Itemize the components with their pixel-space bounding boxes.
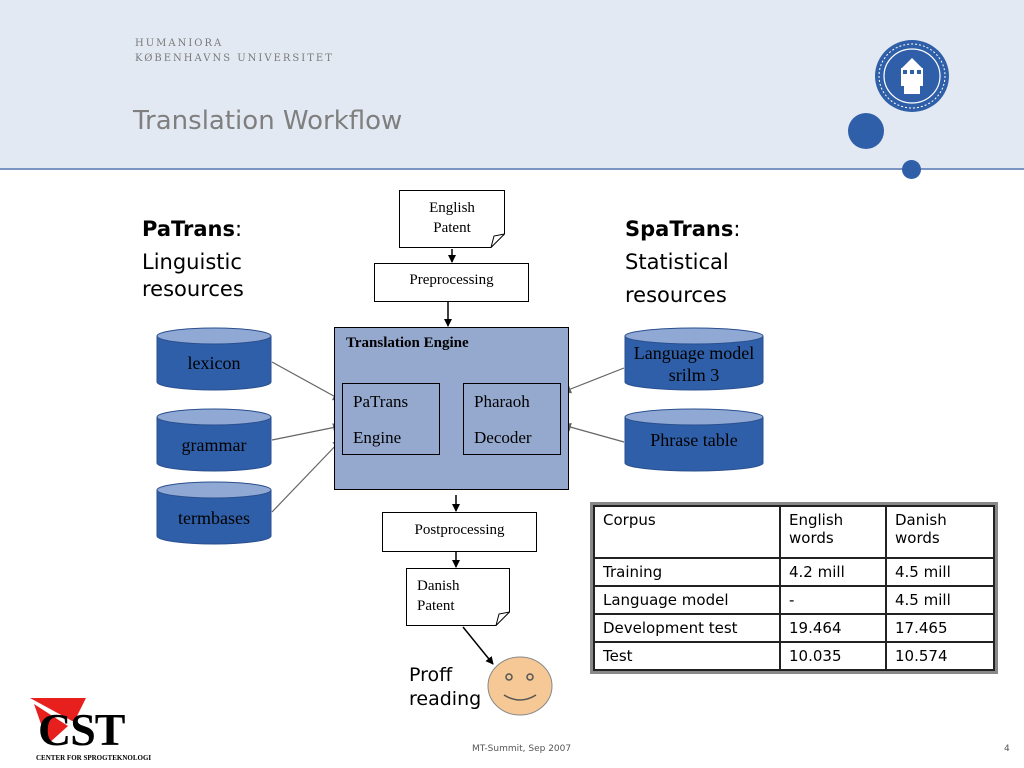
arrow-phrasetable-to-pharaoh [562,422,625,443]
decorative-large-dot [848,113,884,149]
phrase-table-cylinder: Phrase table [624,408,764,472]
patrans-engine-box: PaTrans Engine [342,383,440,455]
termbases-label: termbases [178,508,250,528]
table-cell: - [779,585,887,615]
pharaoh-decoder-line1: Pharaoh [474,392,530,411]
table-cell: 19.464 [779,613,887,643]
university-seal-icon [873,38,951,114]
smiley-face-icon [486,655,554,717]
table-cell: Development test [593,613,781,643]
danish-patent-line2: Patent [417,598,455,614]
preprocessing-box: Preprocessing [374,263,529,302]
danish-patent-document: Danish Patent [406,568,510,626]
table-cell: 4.2 mill [779,557,887,587]
postprocessing-box: Postprocessing [382,512,537,552]
table-header-cell: Danish words [885,505,995,559]
patrans-subtitle-line2: resources [142,277,244,301]
language-model-line2: srilm 3 [668,365,720,385]
patrans-heading: PaTrans: [142,214,242,245]
slide-title: Translation Workflow [133,106,403,136]
proofreading-line2: reading [409,688,482,710]
patrans-engine-line2: Engine [353,428,402,447]
table-cell: Test [593,641,781,671]
table-cell: 17.465 [885,613,995,643]
table-row: Test 10.035 10.574 [593,641,995,671]
spatrans-subtitle-line2: resources [625,283,727,307]
grammar-cylinder: grammar [156,408,272,472]
table-cell: 10.574 [885,641,995,671]
lexicon-label: lexicon [187,353,241,373]
institution-line1: HUMANIORA [135,38,224,49]
arrow-termbases-to-patrans [271,439,342,513]
table-cell: 4.5 mill [885,585,995,615]
arrow-lexicon-to-patrans [271,361,342,401]
english-patent-document: English Patent [399,190,505,248]
cst-logo: CST CENTER FOR SPROGTEKNOLOGI [28,696,168,764]
table-row: Language model - 4.5 mill [593,585,995,615]
footer-event: MT-Summit, Sep 2007 [472,744,572,754]
grammar-label: grammar [181,435,247,455]
corpus-table: Corpus English words Danish words Traini… [593,505,995,671]
spatrans-heading-colon: : [733,217,741,241]
table-row: Development test 19.464 17.465 [593,613,995,643]
pharaoh-decoder-line2: Decoder [474,428,532,447]
table-header-row: Corpus English words Danish words [593,505,995,559]
arrow-grammar-to-patrans [271,423,342,441]
table-cell: Training [593,557,781,587]
patrans-heading-colon: : [235,217,243,241]
proofreading-line1: Proff [409,664,453,686]
pharaoh-decoder-box: Pharaoh Decoder [463,383,561,455]
table-row: Training 4.2 mill 4.5 mill [593,557,995,587]
spatrans-subtitle-line1: Statistical [625,250,729,274]
translation-engine-box [334,327,569,490]
table-header-cell: Corpus [593,505,781,559]
phrase-table-label: Phrase table [650,430,738,450]
corpus-table-frame: Corpus English words Danish words Traini… [590,502,998,674]
table-cell: 10.035 [779,641,887,671]
arrow-lm-to-pharaoh [562,367,625,394]
proofreading-label: Proff reading [409,663,481,711]
cst-logo-caption: CENTER FOR SPROGTEKNOLOGI [36,754,152,762]
lexicon-cylinder: lexicon [156,327,272,391]
translation-engine-title: Translation Engine [346,335,469,351]
english-patent-line1: English [429,200,475,216]
institution-line2: KØBENHAVNS UNIVERSITET [135,53,334,64]
decorative-small-dot [902,160,921,179]
arrow-patent-to-proofreading [462,626,494,665]
cst-logo-text: CST [38,704,125,755]
table-cell: 4.5 mill [885,557,995,587]
footer-page-number: 4 [1004,744,1010,754]
patrans-subtitle-line1: Linguistic [142,250,242,274]
termbases-cylinder: termbases [156,481,272,545]
patrans-heading-title: PaTrans [142,217,235,241]
table-cell: Language model [593,585,781,615]
english-patent-line2: Patent [433,220,471,236]
language-model-line1: Language model [633,343,755,363]
danish-patent-line1: Danish [417,578,460,594]
patrans-engine-line1: PaTrans [353,392,409,411]
spatrans-heading: SpaTrans: [625,214,740,245]
language-model-cylinder: Language model srilm 3 [624,327,764,391]
table-header-cell: English words [779,505,887,559]
spatrans-heading-title: SpaTrans [625,217,734,241]
